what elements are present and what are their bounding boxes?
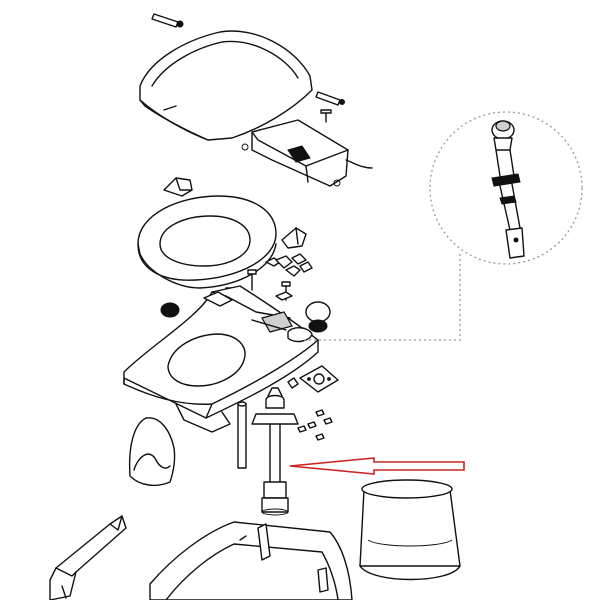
screw (320, 109, 332, 123)
pump-detail (491, 120, 525, 259)
lower-tank (149, 521, 353, 600)
vent-tube (237, 401, 247, 469)
flange-bolts (297, 409, 333, 441)
detail-callout-connector (304, 252, 461, 341)
seat-tab (281, 227, 307, 249)
hinge-pin (151, 13, 184, 28)
hinge-bracket (49, 515, 127, 600)
left-arrow-icon (289, 457, 465, 475)
seat-ring (137, 195, 277, 289)
bellows-cover (128, 417, 176, 487)
upper-tank (123, 285, 319, 433)
detail-callout (429, 111, 583, 265)
lid (139, 30, 313, 141)
cover-cap-right (305, 301, 331, 333)
pump-assembly (251, 387, 299, 516)
hinge-box (241, 119, 373, 187)
transparent-bowl (359, 479, 461, 581)
black-cap-left (160, 302, 180, 318)
hinge-pin-small (315, 91, 345, 106)
flange-plate (287, 365, 339, 393)
wedge-clip (163, 177, 193, 197)
